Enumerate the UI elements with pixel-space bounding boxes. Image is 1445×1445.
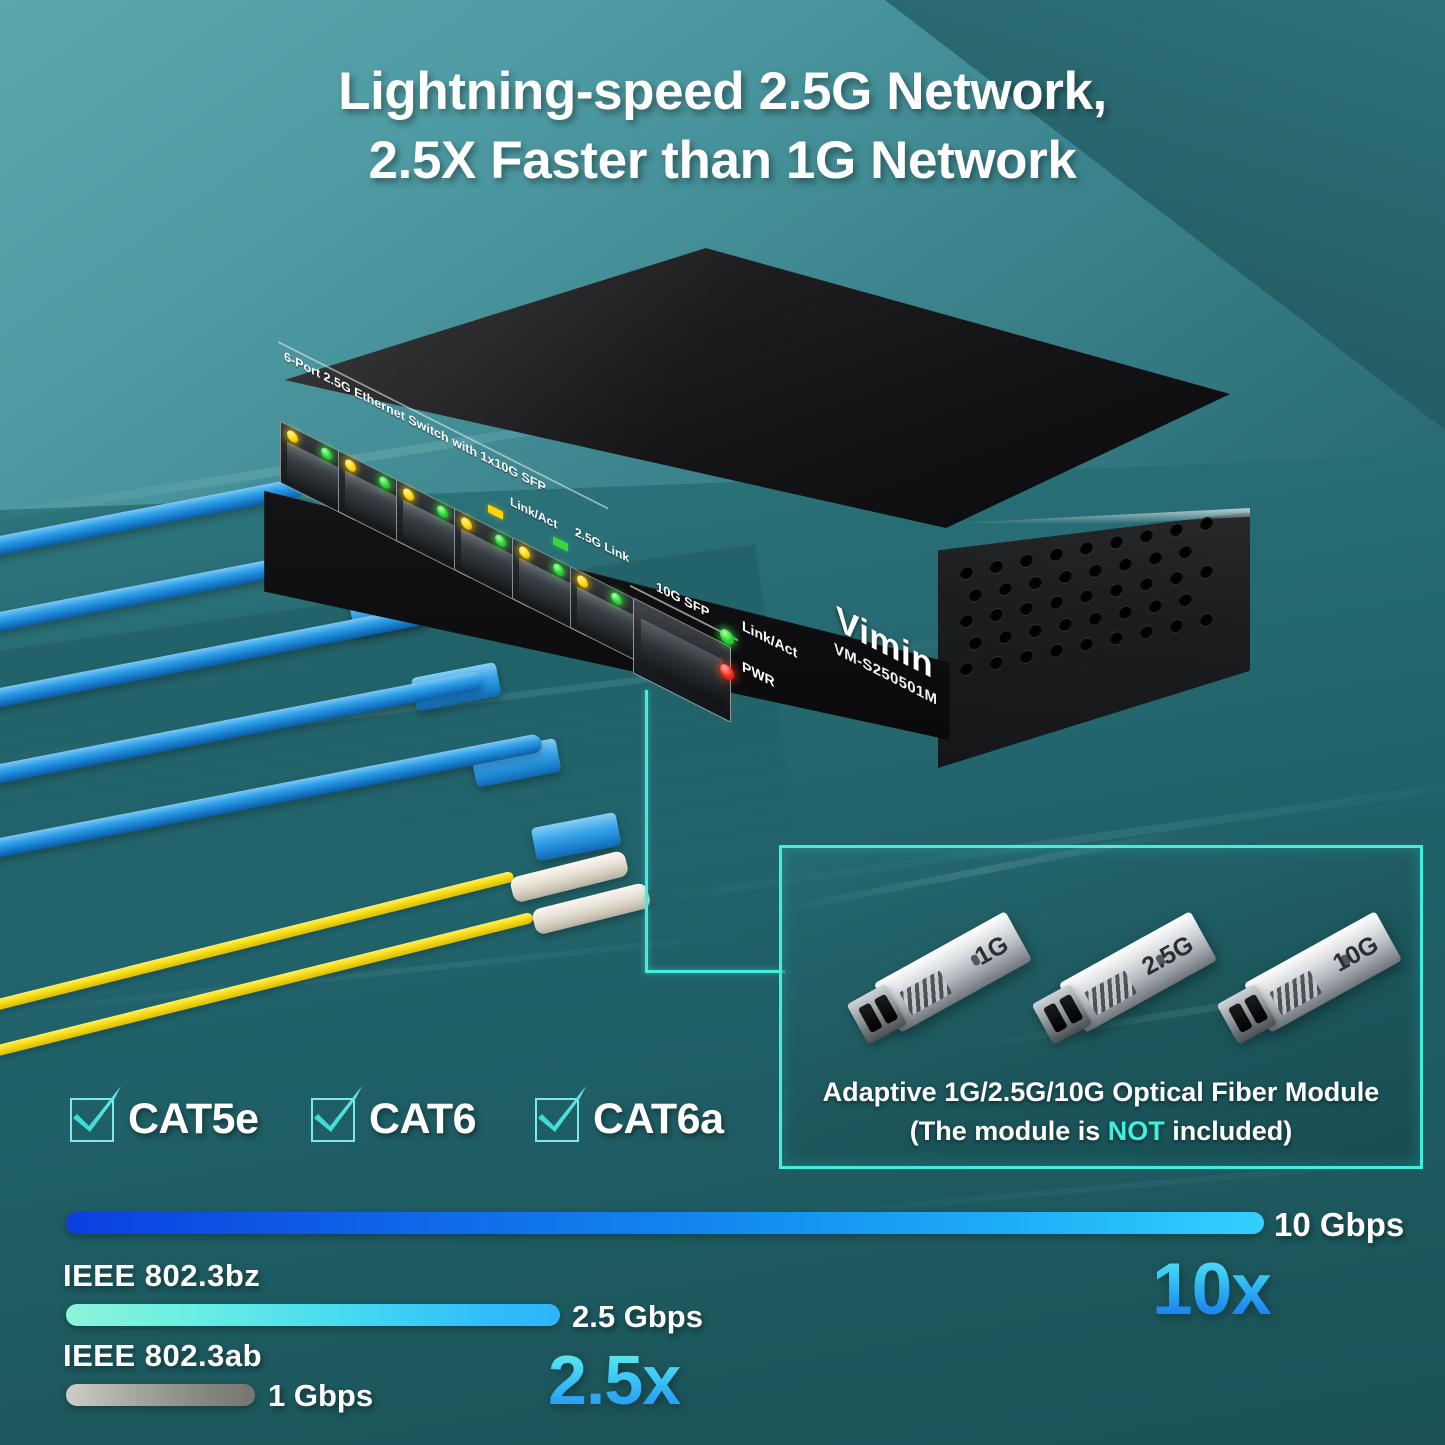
vent-hole <box>1110 582 1123 598</box>
caption-pre: (The module is <box>909 1115 1108 1146</box>
vent-hole <box>1050 594 1063 611</box>
vent-hole <box>990 654 1003 671</box>
checkbox-cat5e[interactable] <box>70 1085 121 1142</box>
caption-not-highlight: NOT <box>1107 1115 1165 1146</box>
vent-hole <box>1200 611 1213 628</box>
check-icon <box>314 1085 362 1132</box>
network-switch: 6-Port 2.5G Ethernet Switch with 1x10G S… <box>248 240 1268 780</box>
vent-hole <box>1029 622 1042 639</box>
cat6-item: CAT6 <box>311 1085 477 1144</box>
bar-2-5g-standard-label: IEEE 802.3bz <box>63 1258 261 1293</box>
bar-1g-value-label: 1 Gbps <box>268 1378 374 1413</box>
callout-leader-vertical <box>645 690 648 972</box>
cat6a-item: CAT6a <box>535 1085 724 1144</box>
vent-hole <box>1119 604 1132 620</box>
vent-hole <box>1149 598 1162 614</box>
vent-hole <box>1140 527 1153 544</box>
check-icon <box>538 1085 586 1132</box>
vent-hole <box>1020 648 1033 665</box>
vent-hole <box>969 586 982 603</box>
vent-hole <box>1200 515 1213 532</box>
headline-line-2: 2.5X Faster than 1G Network <box>368 130 1077 190</box>
vent-hole <box>1170 521 1183 538</box>
bar-10g-multiplier: 10x <box>1152 1249 1272 1330</box>
vent-hole <box>999 580 1012 597</box>
headline: Lightning-speed 2.5G Network, 2.5X Faste… <box>0 58 1445 196</box>
vent-hole <box>1149 550 1162 566</box>
vent-hole <box>1050 546 1063 563</box>
vent-hole <box>960 660 973 677</box>
callout-caption-line-1: Adaptive 1G/2.5G/10G Optical Fiber Modul… <box>822 1077 1380 1108</box>
checkbox-cat6a[interactable] <box>535 1085 586 1142</box>
vent-hole <box>1020 552 1033 569</box>
vent-hole <box>1140 623 1153 640</box>
vent-hole <box>1080 636 1093 652</box>
vent-hole <box>969 634 982 651</box>
vent-hole <box>1140 575 1153 592</box>
vent-hole <box>1179 591 1192 608</box>
vent-hole <box>1080 540 1093 556</box>
vent-hole <box>1170 569 1183 586</box>
sfp-module: 1G <box>846 911 1033 1045</box>
speed-comparison-chart: 10 Gbps 10x IEEE 802.3bz 2.5 Gbps 2.5x I… <box>0 1180 1445 1445</box>
cat5e-item: CAT5e <box>70 1085 259 1144</box>
sfp-module: 2.5G <box>1031 911 1218 1045</box>
bar-2-5g <box>66 1304 560 1326</box>
bar-10g-value-label: 10 Gbps <box>1274 1206 1405 1243</box>
caption-post: included) <box>1164 1115 1293 1146</box>
vent-hole <box>999 628 1012 645</box>
checkbox-cat6[interactable] <box>311 1085 362 1142</box>
headline-line-1: Lightning-speed 2.5G Network, <box>338 62 1107 121</box>
vent-hole <box>960 564 973 581</box>
callout-caption: Adaptive 1G/2.5G/10G Optical Fiber Modul… <box>782 1073 1420 1150</box>
check-icon <box>73 1085 121 1132</box>
vent-hole <box>1089 610 1102 627</box>
bar-2-5g-value-label: 2.5 Gbps <box>572 1299 703 1334</box>
bar-10g <box>66 1212 1264 1234</box>
callout-caption-line-2: (The module is NOT included) <box>782 1112 1420 1150</box>
sfp-module-callout: 1G 2.5G 10G <box>771 826 1427 1169</box>
vent-hole <box>1029 574 1042 591</box>
vent-hole <box>1089 562 1102 579</box>
cat6a-label: CAT6a <box>593 1095 724 1143</box>
vent-hole <box>1110 630 1123 646</box>
bar-1g-standard-label: IEEE 802.3ab <box>63 1338 263 1373</box>
vent-hole <box>990 558 1003 575</box>
callout-leader-horizontal <box>645 970 785 973</box>
sfp-module: 10G <box>1216 911 1403 1045</box>
cat6-label: CAT6 <box>369 1095 477 1143</box>
vent-hole <box>960 612 973 629</box>
vent-hole <box>1179 543 1192 560</box>
vent-hole <box>1020 600 1033 617</box>
cable-compatibility-list: CAT5e CAT6 CAT6a <box>70 1083 770 1163</box>
vent-hole <box>1200 563 1213 580</box>
vent-hole <box>1050 642 1063 659</box>
bar-1g <box>66 1384 255 1406</box>
bar-2-5g-multiplier: 2.5x <box>548 1341 681 1419</box>
cat5e-label: CAT5e <box>128 1095 259 1143</box>
vent-hole <box>990 606 1003 623</box>
vent-hole <box>1059 616 1072 633</box>
vent-hole <box>1170 617 1183 634</box>
vent-hole <box>1110 534 1123 550</box>
vent-hole <box>1059 568 1072 585</box>
vent-hole <box>1080 588 1093 604</box>
vent-hole <box>1119 556 1132 572</box>
sfp-module-row: 1G 2.5G 10G <box>782 862 1420 1052</box>
